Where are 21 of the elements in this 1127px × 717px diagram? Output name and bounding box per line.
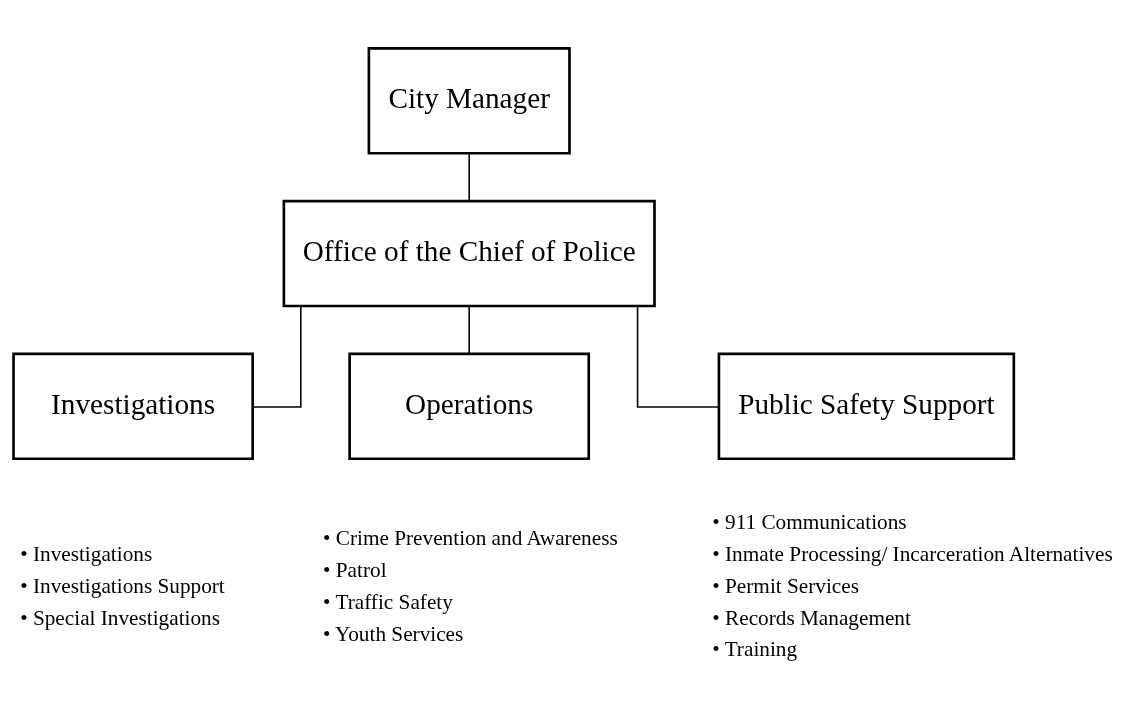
- connector: [468, 152, 470, 202]
- node-box: Operations: [348, 352, 591, 461]
- connector: [251, 305, 302, 408]
- connector: [468, 305, 470, 355]
- connector: [636, 305, 720, 408]
- node-label: • Traffic Safety: [323, 589, 453, 614]
- node-box: Public Safety Support: [717, 352, 1016, 461]
- node-label: • Inmate Processing/ Incarceration Alternatives: [712, 541, 1113, 566]
- node-label: • Patrol: [323, 557, 387, 582]
- node-box: Investigations: [12, 352, 254, 461]
- node-label: • Investigations Support: [20, 573, 225, 598]
- node-label: • Crime Prevention and Awareness: [323, 525, 618, 550]
- node-box: Office of the Chief of Police: [282, 199, 656, 308]
- node-label: • Records Management: [712, 605, 911, 630]
- node-label: • Permit Services: [712, 573, 859, 598]
- node-label: • Youth Services: [323, 621, 464, 646]
- node-label: • Special Investigations: [20, 605, 221, 630]
- node-box: City Manager: [367, 47, 571, 155]
- node-label: • Training: [712, 637, 798, 662]
- node-label: • 911 Communications: [712, 509, 907, 534]
- node-label: • Investigations: [20, 541, 153, 566]
